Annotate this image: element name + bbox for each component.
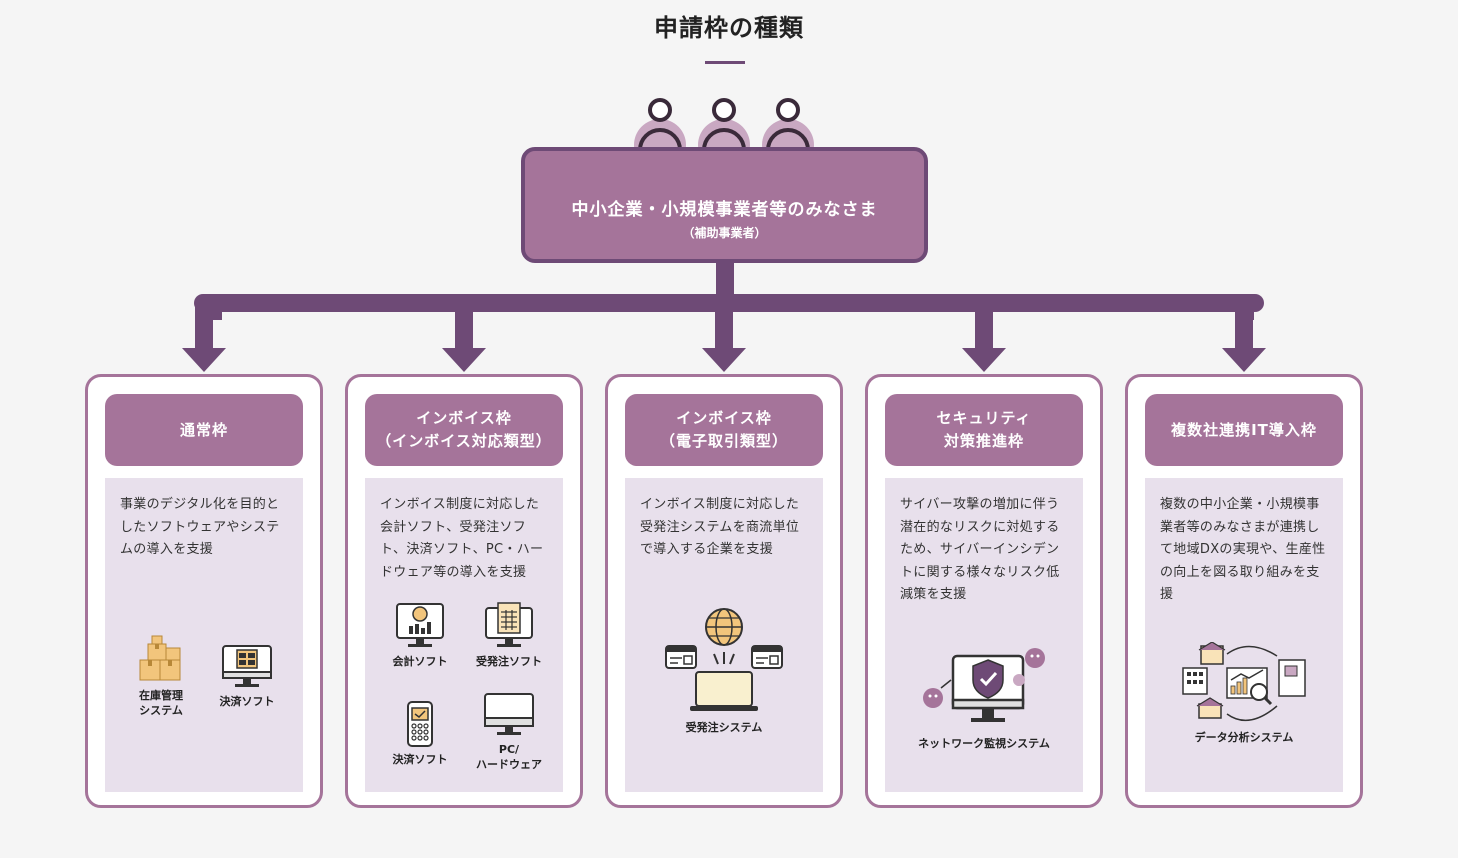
desktop-pc-icon [484, 693, 534, 735]
card-head-line: インボイス枠 [416, 409, 512, 427]
page-title: 申請枠の種類 [654, 14, 804, 42]
card-head: セキュリティ 対策推進枠 [885, 394, 1083, 466]
icon-label: 決済ソフト [392, 753, 448, 766]
card-head: インボイス枠 （電子取引類型） [625, 394, 823, 466]
icon-payment-terminal: 決済ソフト [385, 700, 455, 767]
globe-laptop-icon [665, 608, 783, 711]
top-subtitle: （補助事業者） [682, 226, 767, 240]
card-body: インボイス制度に対応した会計ソフト、受発注ソフト、決済ソフト、PC・ハードウェア… [365, 478, 563, 792]
card-security: セキュリティ 対策推進枠 サイバー攻撃の増加に伴う潜在的なリスクに対処するため、… [865, 374, 1103, 808]
card-invoice-type: インボイス枠 （インボイス対応類型） インボイス制度に対応した会計ソフト、受発注… [345, 374, 583, 808]
card-head-line: 複数社連携IT導入枠 [1171, 420, 1317, 439]
icon-label: 受発注システム [685, 721, 763, 734]
accounting-monitor-icon [396, 603, 444, 647]
icon-payment: 決済ソフト [209, 644, 285, 709]
card-head-line: セキュリティ [936, 409, 1032, 427]
card-body: 複数の中小企業・小規模事業者等のみなさまが連携して地域DXの実現や、生産性の向上… [1145, 478, 1343, 792]
card-body: 事業のデジタル化を目的としたソフトウェアやシステムの導入を支援 在庫管理 システ… [105, 478, 303, 792]
card-description: 複数の中小企業・小規模事業者等のみなさまが連携して地域DXの実現や、生産性の向上… [1160, 497, 1326, 602]
connector-tree [182, 262, 1266, 372]
data-analysis-icon [1182, 642, 1306, 722]
icon-label: 決済ソフト [219, 695, 275, 708]
icon-label: データ分析システム [1194, 731, 1294, 744]
card-head-line: 通常枠 [179, 420, 228, 439]
icon-label: システム [139, 704, 183, 717]
card-body: インボイス制度に対応した受発注システムを商流単位で導入する企業を支援 受発注シス… [625, 478, 823, 792]
title-underline [705, 61, 745, 64]
icon-label: ハードウェア [476, 758, 542, 771]
calculator-monitor-icon [222, 645, 272, 687]
boxes-icon [139, 635, 181, 681]
icon-inventory: 在庫管理 システム [129, 634, 193, 718]
icon-label: PC/ [498, 743, 520, 756]
card-description: サイバー攻撃の増加に伴う潜在的なリスクに対処するため、サイバーインシデントに関す… [900, 497, 1060, 602]
icon-order: 受発注ソフト [469, 602, 549, 669]
card-head-line: インボイス枠 [676, 409, 772, 427]
icon-label: ネットワーク監視システム [918, 737, 1050, 750]
card-body: サイバー攻撃の増加に伴う潜在的なリスクに対処するため、サイバーインシデントに関す… [885, 478, 1083, 792]
card-description: 事業のデジタル化を目的としたソフトウェアやシステムの導入を支援 [120, 497, 280, 557]
icon-order-system: 受発注システム [664, 606, 784, 735]
order-monitor-icon [485, 602, 533, 647]
card-head-line: （電子取引類型） [659, 432, 788, 450]
card-head: 複数社連携IT導入枠 [1145, 394, 1343, 466]
icon-accounting: 会計ソフト [385, 602, 455, 669]
icon-label: 在庫管理 [139, 689, 183, 702]
card-head-line: （インボイス対応類型） [376, 432, 552, 450]
card-head: インボイス枠 （インボイス対応類型） [365, 394, 563, 466]
icon-network-monitor: ネットワーク監視システム [904, 640, 1064, 751]
icon-label: 受発注ソフト [476, 655, 542, 668]
card-description: インボイス制度に対応した受発注システムを商流単位で導入する企業を支援 [640, 497, 800, 557]
top-title: 中小企業・小規模事業者等のみなさま [571, 200, 878, 220]
card-multi-company: 複数社連携IT導入枠 複数の中小企業・小規模事業者等のみなさまが連携して地域DX… [1125, 374, 1363, 808]
icon-data-analysis: データ分析システム [1179, 642, 1309, 745]
icon-label: 会計ソフト [392, 655, 448, 668]
icon-pc: PC/ ハードウェア [469, 692, 549, 772]
card-head: 通常枠 [105, 394, 303, 466]
card-description: インボイス制度に対応した会計ソフト、受発注ソフト、決済ソフト、PC・ハードウェア… [380, 497, 544, 580]
card-normal: 通常枠 事業のデジタル化を目的としたソフトウェアやシステムの導入を支援 在庫管理… [85, 374, 323, 808]
payment-terminal-icon [407, 701, 433, 747]
card-invoice-electronic: インボイス枠 （電子取引類型） インボイス制度に対応した受発注システムを商流単位… [605, 374, 843, 808]
shield-monitor-icon [923, 648, 1045, 722]
card-head-line: 対策推進枠 [943, 432, 1024, 450]
arrows [182, 302, 1266, 372]
top-box: 中小企業・小規模事業者等のみなさま （補助事業者） [521, 147, 928, 263]
